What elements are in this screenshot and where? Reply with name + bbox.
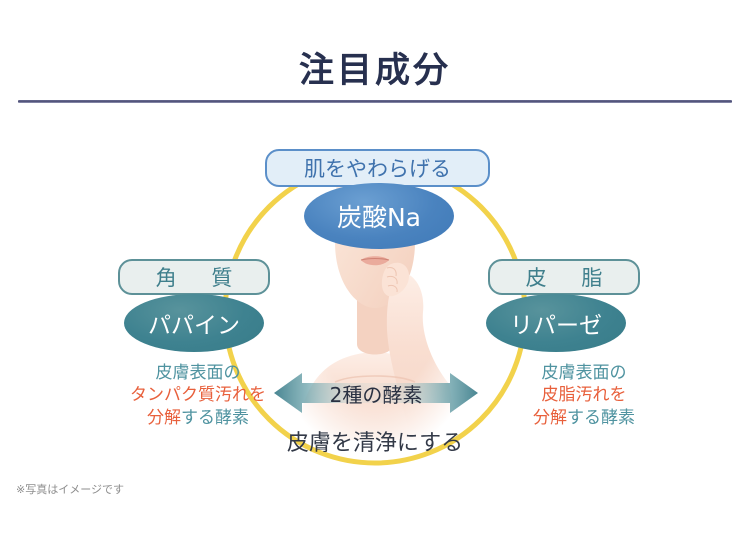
label-pill-keratin-text: 角 質	[155, 266, 247, 290]
label-pill-sebum: 皮 脂	[488, 259, 640, 295]
description-right-line3: 分解する酵素	[494, 407, 674, 429]
footnote: ※写真はイメージです	[16, 483, 124, 496]
description-right-line3-highlight: 分解	[533, 407, 567, 428]
ingredient-bubble-papain-text: パパイン	[148, 313, 240, 339]
label-pill-soften-skin-text: 肌をやわらげる	[304, 157, 451, 181]
description-left-line1: 皮膚表面の	[155, 363, 241, 383]
diagram-caption: 皮膚を清浄にする	[286, 431, 464, 456]
ingredient-bubble-sodium-carbonate-text: 炭酸Na	[336, 203, 422, 232]
ingredient-bubble-sodium-carbonate: 炭酸Na	[304, 183, 454, 249]
description-left-line3-highlight: 分解	[147, 407, 181, 428]
label-pill-sebum-text: 皮 脂	[525, 266, 617, 290]
title-divider	[18, 100, 732, 103]
double-arrow-banner-label: 2種の酵素	[272, 372, 480, 414]
page-title: 注目成分	[298, 51, 451, 91]
label-pill-keratin: 角 質	[118, 259, 270, 295]
ingredient-bubble-lipase: リパーゼ	[486, 294, 626, 352]
label-pill-soften-skin: 肌をやわらげる	[265, 149, 490, 187]
ingredient-bubble-lipase-text: リパーゼ	[510, 313, 602, 339]
double-arrow-banner-text: 2種の酵素	[329, 382, 423, 407]
ingredient-bubble-papain: パパイン	[124, 294, 264, 352]
double-arrow-banner	[274, 373, 478, 413]
description-right-line2: 皮脂汚れを	[541, 385, 627, 406]
description-right-line3-rest: する酵素	[567, 407, 635, 428]
description-right: 皮膚表面の 皮脂汚れを 分解する酵素	[494, 362, 674, 429]
description-left: 皮膚表面の タンパク質汚れを 分解する酵素	[108, 362, 288, 429]
description-right-line1: 皮膚表面の	[541, 363, 627, 383]
description-left-line3: 分解する酵素	[108, 407, 288, 429]
description-left-line2: タンパク質汚れを	[130, 385, 266, 406]
description-left-line3-rest: する酵素	[181, 407, 249, 428]
